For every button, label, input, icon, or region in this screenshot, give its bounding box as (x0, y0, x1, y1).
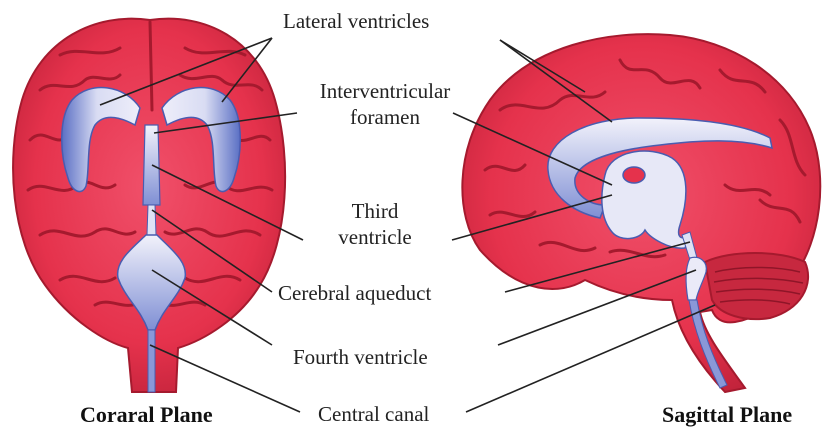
label-third-ventricle: Third ventricle (305, 198, 445, 250)
label-interventricular-line2: foramen (300, 104, 470, 130)
coronal-third-ventricle (143, 125, 160, 205)
coronal-aqueduct (147, 205, 156, 235)
label-third-line2: ventricle (305, 224, 445, 250)
label-central-canal: Central canal (318, 401, 429, 427)
leader-central-right (466, 305, 715, 412)
sagittal-cerebellum (705, 253, 808, 319)
caption-coronal-plane: Corаral Plane (80, 402, 213, 428)
label-interventricular-line1: Interventricular (300, 78, 470, 104)
label-third-line1: Third (305, 198, 445, 224)
label-lateral-ventricles: Lateral ventricles (283, 8, 429, 34)
coronal-central-canal (148, 330, 155, 392)
label-cerebral-aqueduct: Cerebral aqueduct (278, 280, 431, 306)
sagittal-interthalamic-adhesion (623, 167, 645, 183)
label-fourth-ventricle: Fourth ventricle (293, 344, 428, 370)
label-interventricular-foramen: Interventricular foramen (300, 78, 470, 130)
caption-sagittal-plane: Sagittal Plane (662, 402, 792, 428)
